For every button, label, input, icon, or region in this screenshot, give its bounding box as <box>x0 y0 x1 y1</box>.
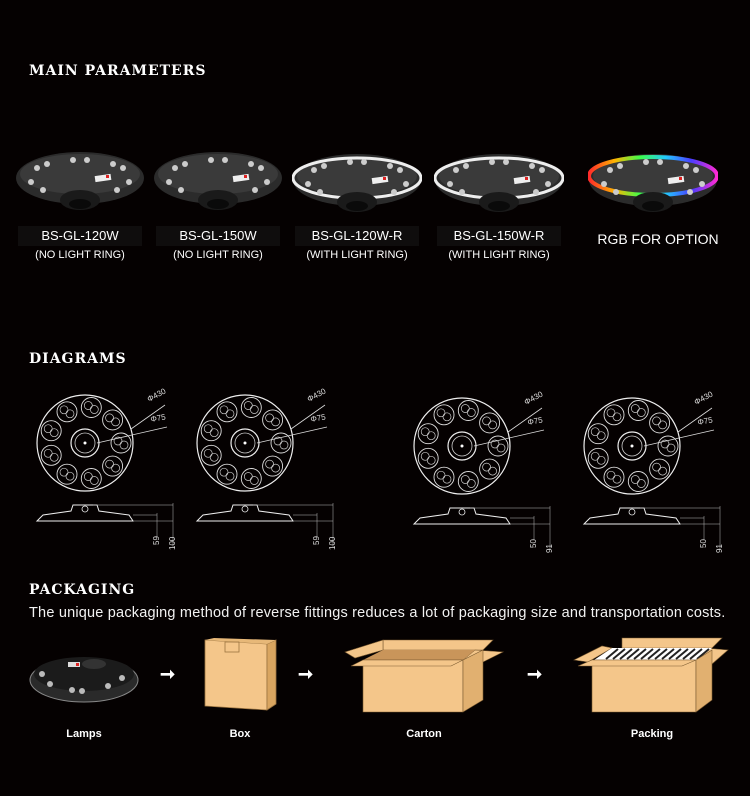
dimension-drawing: Φ430 Φ75 50 91 <box>582 389 724 553</box>
product-model: BS-GL-150W-R <box>437 226 561 246</box>
section-title-packaging: PACKAGING <box>29 582 136 598</box>
total-height-dimension-label: 91 <box>545 544 554 553</box>
product-note: (WITH LIGHT RING) <box>448 249 550 261</box>
total-height-dimension-label: 100 <box>168 536 177 550</box>
step-label-packing: Packing <box>630 728 674 740</box>
lamp-package-image <box>28 650 140 711</box>
box-image <box>203 638 279 719</box>
total-height-dimension-label: 91 <box>715 544 724 553</box>
height-dimension-label: 50 <box>699 539 708 548</box>
outer-diameter-label: Φ430 <box>693 389 715 406</box>
dimension-diagram: Φ430 Φ75 50 91 <box>410 388 560 558</box>
product-note: (WITH LIGHT RING) <box>306 249 408 261</box>
outer-diameter-label: Φ430 <box>146 386 168 403</box>
product-model: BS-GL-120W <box>18 226 142 246</box>
total-height-dimension-label: 100 <box>328 536 337 550</box>
outer-diameter-label: Φ430 <box>306 386 328 403</box>
packing-image <box>572 636 732 721</box>
dimension-drawing: Φ430 Φ75 59 100 <box>35 386 177 550</box>
height-dimension-label: 50 <box>529 539 538 548</box>
section-title-diagrams: DIAGRAMS <box>29 351 127 367</box>
lamp-image <box>153 148 283 218</box>
inner-diameter-label: Φ75 <box>150 412 167 424</box>
height-dimension-label: 59 <box>312 536 321 545</box>
inner-diameter-label: Φ75 <box>527 415 544 427</box>
inner-diameter-label: Φ75 <box>697 415 714 427</box>
dimension-diagram: Φ430 Φ75 59 100 <box>193 385 343 555</box>
lamp-image <box>587 150 719 220</box>
packaging-description: The unique packaging method of reverse f… <box>29 605 726 621</box>
lamp-image <box>291 150 423 220</box>
product-model: RGB FOR OPTION <box>597 231 719 247</box>
height-dimension-label: 59 <box>152 536 161 545</box>
inner-diameter-label: Φ75 <box>310 412 327 424</box>
dimension-drawing: Φ430 Φ75 59 100 <box>195 386 337 550</box>
product-note: (NO LIGHT RING) <box>173 249 263 261</box>
arrow-icon: ➞ <box>527 664 543 684</box>
carton-image <box>343 636 505 721</box>
dimension-drawing: Φ430 Φ75 50 91 <box>412 389 554 553</box>
step-label-carton: Carton <box>406 728 442 740</box>
step-label-lamps: Lamps <box>66 728 102 740</box>
arrow-icon: ➞ <box>160 664 176 684</box>
section-title-main-parameters: MAIN PARAMETERS <box>29 63 207 79</box>
arrow-icon: ➞ <box>298 664 314 684</box>
lamp-image <box>15 148 145 218</box>
step-label-box: Box <box>229 728 251 740</box>
outer-diameter-label: Φ430 <box>523 389 545 406</box>
product-note: (NO LIGHT RING) <box>35 249 125 261</box>
product-model: BS-GL-120W-R <box>295 226 419 246</box>
dimension-diagram: Φ430 Φ75 50 91 <box>580 388 730 558</box>
lamp-image <box>433 150 565 220</box>
dimension-diagram: Φ430 Φ75 59 100 <box>33 385 183 555</box>
product-model: BS-GL-150W <box>156 226 280 246</box>
